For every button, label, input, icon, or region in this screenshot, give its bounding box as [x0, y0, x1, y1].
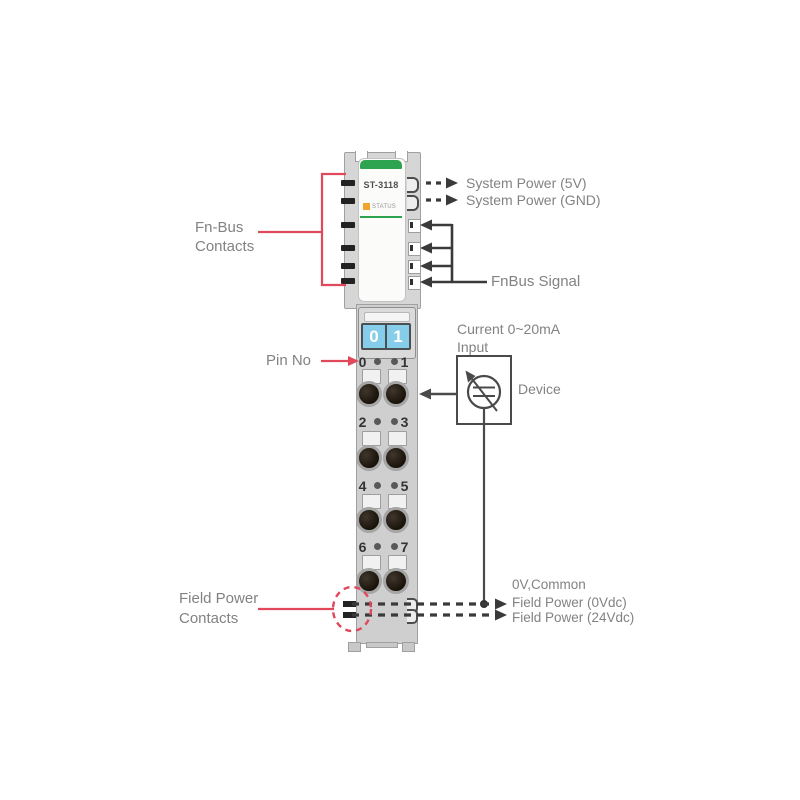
- model-label: ST-3118: [363, 180, 399, 190]
- pin-no-arrowhead: [348, 356, 359, 366]
- led-dot: [373, 358, 381, 365]
- fnbus-signal-notch: [408, 260, 421, 274]
- led-dot: [390, 482, 398, 489]
- status-led: [363, 203, 370, 210]
- module-green-bar: [360, 160, 402, 169]
- arrowhead-fnbus-4: [420, 276, 432, 288]
- arrowhead-field-power-0v: [495, 598, 507, 610]
- pin-number: 0: [358, 354, 367, 370]
- pin-row: 0 1: [356, 354, 416, 370]
- pin-row: 6 7: [356, 539, 416, 555]
- status-label: STATUS: [372, 203, 396, 210]
- arrowhead-device-input: [419, 388, 431, 400]
- pin-number: 1: [400, 354, 409, 370]
- label-field-power-contacts-line1: Field Power: [179, 590, 259, 607]
- arrowhead-fnbus-1: [420, 219, 432, 231]
- terminal-hole: [383, 445, 409, 471]
- terminal-hole: [383, 507, 409, 533]
- module-label-plate: [358, 158, 406, 302]
- module-foot-center: [366, 642, 398, 648]
- terminal-hole: [383, 568, 409, 594]
- module-green-line: [360, 216, 402, 218]
- variable-arrowhead: [465, 370, 476, 383]
- fnbus-contact: [341, 245, 355, 251]
- switch-digit-0: 0: [363, 325, 385, 348]
- terminal-hole: [356, 568, 382, 594]
- label-current-input-line1: Current 0~20mA: [457, 321, 561, 337]
- terminal-hole: [383, 381, 409, 407]
- led-dot: [373, 543, 381, 550]
- field-power-highlight-ellipse: [331, 585, 373, 633]
- label-fnbus-contacts-line1: Fn-Bus: [195, 219, 244, 236]
- variable-arrow: [468, 374, 498, 412]
- label-field-power-0vdc: Field Power (0Vdc): [512, 595, 627, 610]
- pin-number: 7: [400, 539, 409, 555]
- label-fnbus-signal: FnBus Signal: [491, 273, 581, 290]
- fnbus-contact: [341, 263, 355, 269]
- pin-number: 3: [400, 414, 409, 430]
- led-dot: [373, 482, 381, 489]
- terminal-hole: [356, 445, 382, 471]
- pin-number: 6: [358, 539, 367, 555]
- arrowhead-system-power-5v: [446, 177, 458, 189]
- rotary-switch-handle: [364, 312, 410, 322]
- pin-number: 2: [358, 414, 367, 430]
- system-power-clip: [407, 195, 419, 211]
- fnbus-contacts-bracket: [320, 172, 346, 287]
- field-power-contact: [343, 612, 356, 618]
- terminal-hole: [356, 507, 382, 533]
- label-field-power-24vdc: Field Power (24Vdc): [512, 610, 635, 625]
- fnbus-contact: [341, 180, 355, 186]
- fnbus-signal-notch: [408, 219, 421, 233]
- fnbus-contact: [341, 278, 355, 284]
- pin-number: 4: [358, 478, 367, 494]
- label-fnbus-contacts-line2: Contacts: [195, 238, 255, 255]
- arrowhead-system-power-gnd: [446, 194, 458, 206]
- label-device: Device: [518, 381, 561, 397]
- terminal-hole: [356, 381, 382, 407]
- label-0v-common: 0V,Common: [512, 577, 586, 592]
- system-power-clip: [407, 177, 419, 193]
- label-field-power-contacts-line2: Contacts: [179, 610, 239, 627]
- arrowhead-fnbus-2: [420, 242, 432, 254]
- led-dot: [390, 543, 398, 550]
- fnbus-contact: [341, 198, 355, 204]
- label-current-input-line2: Input: [457, 339, 489, 355]
- field-power-contact: [343, 601, 356, 607]
- module-foot: [402, 642, 415, 652]
- led-dot: [373, 418, 381, 425]
- pin-row: 2 3: [356, 414, 416, 430]
- label-system-power-gnd: System Power (GND): [466, 192, 601, 208]
- label-pin-no: Pin No: [266, 352, 312, 369]
- rotary-switch: 0 1: [361, 323, 411, 350]
- label-system-power-5v: System Power (5V): [466, 175, 587, 191]
- led-dot: [390, 418, 398, 425]
- fnbus-signal-notch: [408, 276, 421, 290]
- fnbus-contact: [341, 222, 355, 228]
- arrowhead-fnbus-3: [420, 260, 432, 272]
- led-dot: [390, 358, 398, 365]
- switch-digit-1: 1: [387, 325, 409, 348]
- fnbus-signal-notch: [408, 242, 421, 256]
- status-row: STATUS: [363, 203, 396, 210]
- module-foot: [348, 642, 361, 652]
- pin-number: 5: [400, 478, 409, 494]
- arrowhead-field-power-24v: [495, 609, 507, 621]
- pin-row: 4 5: [356, 478, 416, 494]
